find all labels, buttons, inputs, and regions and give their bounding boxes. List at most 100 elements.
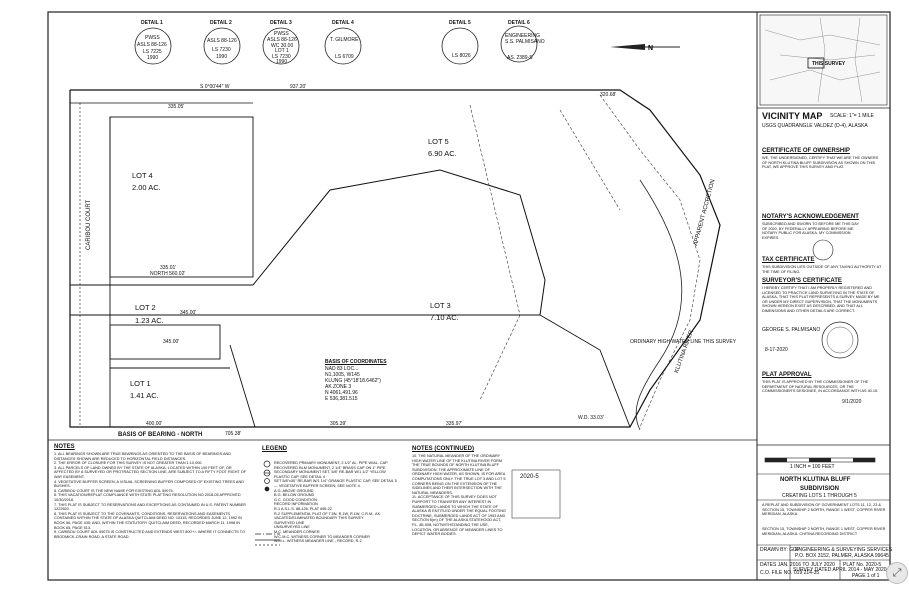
subdivision-title: NORTH KLUTINA BLUFF [780, 477, 851, 483]
cert-ownership-title: CERTIFICATE OF OWNERSHIP [762, 148, 850, 154]
legend-item: SET 5/8"x30" RE-BAR W/1 1/4" ORANGE PLAS… [274, 479, 397, 484]
file-no: C.O. FILE NO. 019 214-35 [760, 570, 820, 576]
coords-line: E 536,381.515 [325, 396, 358, 402]
legend-item: B.G. BELOW GROUND [274, 493, 315, 498]
coords-line: AK ZONE 3 [325, 384, 352, 390]
detail-4-line: T. GILMORE [330, 37, 359, 43]
zoom-icon[interactable]: ⤢ [886, 562, 908, 584]
notary-seal [812, 239, 834, 261]
detail-3-line: LOT 1 [275, 48, 289, 54]
detail-3-label: DETAIL 3 [270, 20, 292, 26]
parcel-lines [69, 89, 721, 428]
detail-1-line: LS 7225 [143, 49, 162, 55]
lot-1-area: 1.41 AC. [130, 391, 159, 400]
company-name: ENGINEERING & SURVEYING SERVICES [795, 547, 893, 553]
coords-line: KLUNG (45°18'18.6462") [325, 378, 381, 384]
note-item: 3. ALL PARCELS OF LAND OWNED BY THE STAT… [54, 465, 247, 479]
drawn-by: DRAWN BY: GDP [760, 547, 801, 553]
surveyor-seal [821, 321, 859, 359]
lot-4-name: LOT 4 [132, 171, 153, 180]
legend-item: A.G. ABOVE GROUND [274, 488, 314, 493]
dim-lot2-bottom: 345.00' [163, 339, 180, 345]
dim-bottom-right: 335.97' [446, 421, 463, 427]
north-arrow-icon: N [610, 44, 680, 52]
vicinity-scale: SCALE: 1"= 1 MILE [830, 113, 874, 119]
tax-cert-body: THIS SUBDIVISION LIES OUTSIDE OF ANY TAX… [762, 265, 882, 274]
detail-3-line: 1990 [276, 59, 288, 65]
detail-6-line: S.S. PALMISANO [505, 39, 545, 45]
title-block-grid [757, 473, 890, 580]
dim-right-top: 320.68' [600, 92, 617, 98]
legend-item: R-1 A.S.L.S. 88-126, PLAT #95-22 [274, 506, 332, 511]
notes-continued-list: 10. THE NATURAL MEANDER OF THE ORDINARY … [412, 454, 507, 537]
lot-3-area: 7.10 AC. [430, 313, 459, 322]
surveyor-cert-title: SURVEYOR'S CERTIFICATE [762, 278, 842, 284]
detail-1-line: ASLS 88-126 [137, 42, 167, 48]
coords-line: N 4061,491.96 [325, 390, 358, 396]
detail-circles [134, 25, 538, 65]
coords-title: BASIS OF COORDINATES [325, 359, 387, 365]
note-item: 11. ACCEPTANCE OF THIS SURVEY DOES NOT P… [412, 495, 506, 537]
note-item: 2. THE ERROR OF CLOSURE FOR THIS SURVEY … [54, 461, 203, 466]
legend-item: SECONDARY MONUMENT SET, 5/8" RE-BAR W/1 … [274, 470, 386, 479]
recorder-stamp [511, 469, 561, 519]
detail-2-line: ASLS 88-126 [207, 38, 237, 44]
river-meander [635, 179, 683, 431]
note-item: 10. THE NATURAL MEANDER OF THE ORDINARY … [412, 454, 506, 495]
plat-approval-title: PLAT APPROVAL [762, 372, 812, 378]
notes-title: NOTES [54, 444, 75, 450]
vicinity-map-roads [764, 17, 881, 103]
detail-5-line: LS 8026 [452, 53, 471, 59]
notary-body: SUBSCRIBED AND SWORN TO BEFORE ME THIS D… [762, 222, 859, 240]
dim-bottom-end: W.D. 33.03' [578, 415, 604, 421]
dim-bottom-mid: 305.39' [330, 421, 347, 427]
vicinity-usgs: USGS QUADRANGLE VALDEZ (D-4), ALASKA [762, 123, 868, 129]
legend-item: RECOVERED PRIMARY MONUMENT, 2 1/2" AL. P… [274, 461, 388, 465]
legend-item: RECOVERED BLM MONUMENT, 2 1/4" BRASS CAP… [274, 465, 386, 470]
dim-lot4-bottom: 335.01' [160, 265, 177, 271]
subdivision-location: SECTION 15, TOWNSHIP 2 NORTH, RANGE 1 WE… [762, 527, 886, 536]
legend-item: W.C.M.C. WITNESS CORNER TO MEANDER CORNE… [274, 534, 370, 539]
this-survey-label: THIS SURVEY [812, 61, 846, 67]
surveyor-name: GEORGE S. PALMISANO [762, 327, 821, 333]
subdivision-subtitle: SUBDIVISION [800, 486, 840, 492]
detail-4-line: LS 6709 [335, 54, 354, 60]
plat-approval-body: THIS PLAT IS APPROVED BY THE COMMISSIONE… [762, 380, 879, 394]
page-no: PAGE 1 of 1 [852, 573, 880, 579]
detail-6-label: DETAIL 6 [508, 20, 530, 26]
surveyor-cert-body: I HEREBY CERTIFY THAT I AM PROPERLY REGI… [762, 286, 880, 313]
detail-2-line: 1990 [216, 54, 228, 60]
coords-line: N1,1005, W145 [325, 372, 360, 378]
survey-dates: SURVEY DATED APRIL 2014 - MAY 2020 [793, 567, 887, 573]
legend-item: VACATED/ELIMINATED BOUNDARY THIS SURVEY [274, 516, 364, 521]
detail-2-line: LS 7230 [212, 47, 231, 53]
notes-continued-title: NOTES (CONTINUED) [412, 446, 474, 452]
buffer-lines [469, 94, 701, 428]
cert-ownership-body: WE, THE UNDERSIGNED, CERTIFY THAT WE ARE… [762, 156, 879, 170]
legend-item: M.C. MEANDER CORNER [274, 529, 320, 534]
svg-text:N: N [648, 45, 653, 52]
dim-top: 937.20' [290, 84, 307, 90]
dim-north-560: NORTH 560.02' [150, 271, 186, 277]
detail-4-label: DETAIL 4 [332, 20, 354, 26]
notary-title: NOTARY'S ACKNOWLEDGEMENT [762, 214, 859, 220]
legend-item: W.M.L. WITNESS MEANDER LINE - RECORD, R-… [274, 539, 362, 544]
lot-2-name: LOT 2 [135, 303, 156, 312]
detail-1-line: PWSS [145, 35, 160, 41]
dim-bottom-left: 705.38' [225, 431, 242, 437]
dim-east-3: 345.00' [180, 310, 197, 316]
detail-1-line: 1990 [147, 55, 159, 61]
plat-no: PLAT No. 2020-5 [843, 562, 882, 568]
dim-s0-04: S 0°00'44" W [200, 84, 230, 90]
sheet-border [47, 11, 891, 581]
lot-5-area: 6.90 AC. [428, 149, 457, 158]
ohw-label: ORDINARY HIGH WATER LINE THIS SURVEY [630, 339, 737, 345]
legend-item: R-2 SUPPLEMENTAL PLAT OF T.5N, R.1W, R.1… [274, 511, 382, 516]
detail-3-line: PWSS [274, 31, 289, 37]
note-item: 1. ALL BEARINGS SHOWN ARE TRUE BEARINGS … [54, 452, 232, 461]
legend-item: G.C. GOOD CONDITION [274, 497, 317, 502]
legend-title: LEGEND [262, 446, 288, 452]
coords-line: NAD 83 LOC... [325, 366, 359, 372]
detail-1-label: DETAIL 1 [141, 20, 163, 26]
